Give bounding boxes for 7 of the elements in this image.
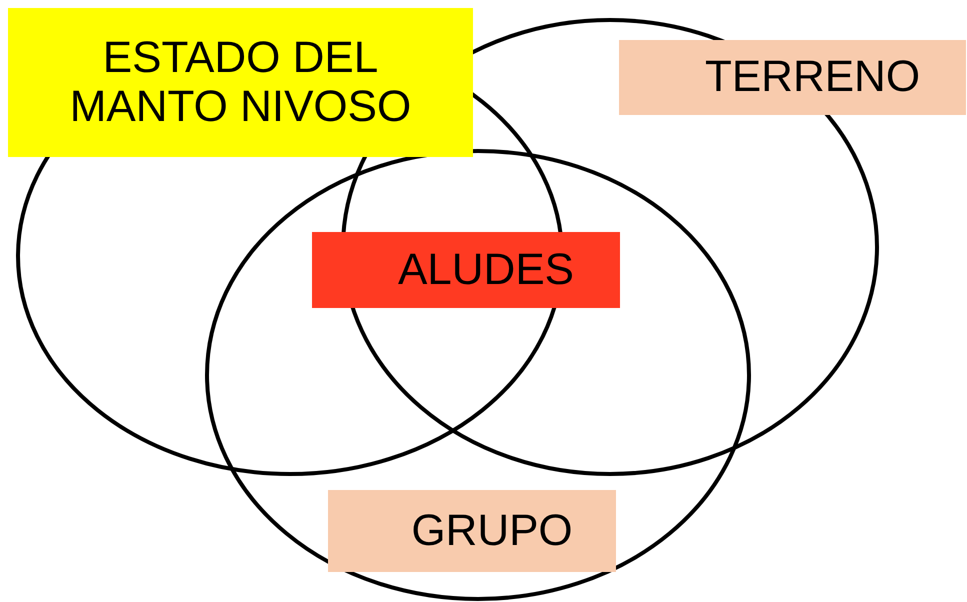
label-text: ALUDES bbox=[398, 246, 574, 294]
label-text: ESTADO DEL MANTO NIVOSO bbox=[68, 34, 412, 131]
label-text: TERRENO bbox=[704, 53, 920, 102]
label-text: GRUPO bbox=[411, 506, 573, 556]
label-box bbox=[8, 8, 473, 157]
label-box bbox=[328, 490, 616, 572]
label-box bbox=[619, 40, 966, 115]
